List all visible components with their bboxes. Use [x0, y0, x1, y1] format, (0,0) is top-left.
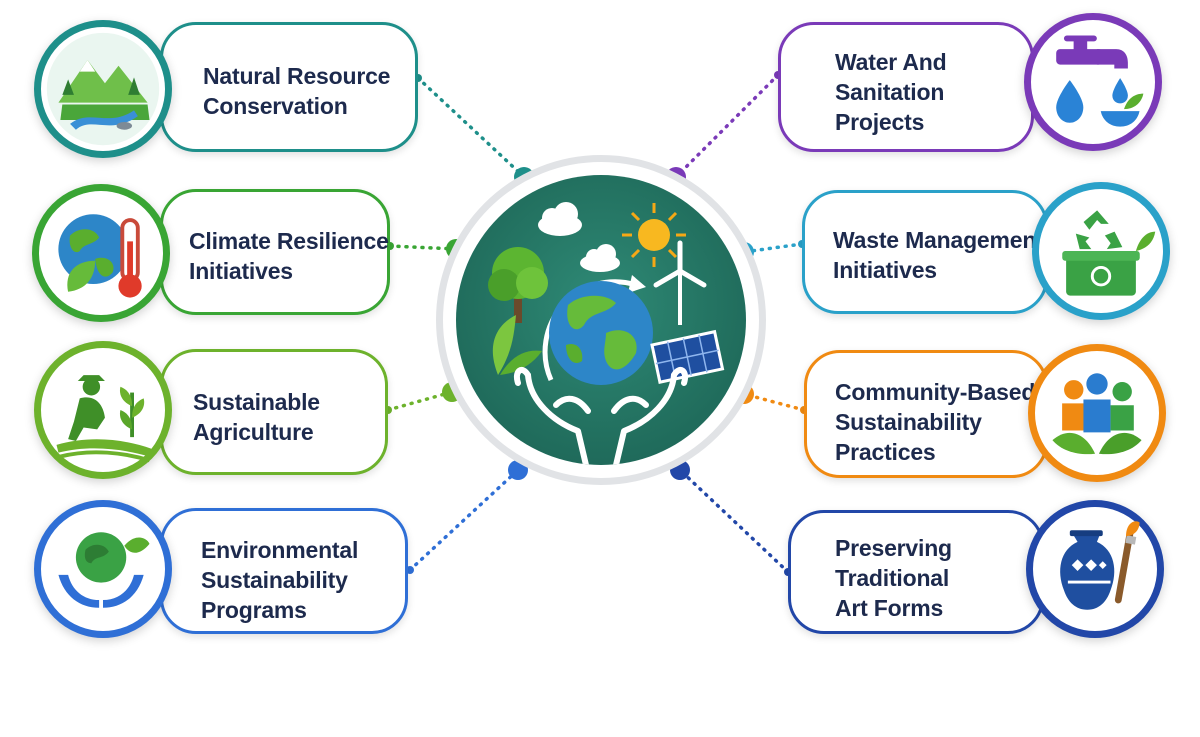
- card-label-line: Sustainability: [201, 567, 348, 593]
- badge-community-based-sustainability-practices: [1028, 344, 1166, 482]
- badge-sustainable-agriculture: [34, 341, 172, 479]
- card-label-line: Natural Resource: [203, 63, 391, 89]
- card-label-line: Community-Based: [835, 379, 1036, 405]
- globe-thermometer-icon: [58, 214, 142, 298]
- card-label-line: Art Forms: [835, 595, 944, 621]
- card-label-line: Waste Management: [833, 227, 1044, 253]
- card-label-line: Climate Resilience: [189, 228, 389, 254]
- vase-paintbrush-icon: [1060, 521, 1140, 610]
- card-label-line: Sustainable: [193, 389, 320, 415]
- connector-sustainable-agriculture: [386, 390, 454, 412]
- card-label-line: Programs: [201, 597, 307, 623]
- card-label-line: Projects: [835, 109, 925, 135]
- connector-water-and-sanitation-projects: [674, 73, 780, 179]
- connector-end-dot: [406, 566, 414, 574]
- card-label-line: Sustainability: [835, 409, 982, 435]
- card-label-line: Preserving: [835, 535, 952, 561]
- mountain-river-icon: [46, 32, 160, 146]
- card-label-line: Conservation: [203, 93, 348, 119]
- card-label-line: Practices: [835, 439, 936, 465]
- connector-environmental-sustainability-programs: [408, 468, 520, 572]
- connector-community-based-sustainability-practices: [742, 392, 806, 412]
- card-label-line: Agriculture: [193, 419, 314, 445]
- badge-water-and-sanitation-projects: [1024, 13, 1162, 151]
- badge-environmental-sustainability-programs: [34, 500, 172, 638]
- card-label-line: Initiatives: [189, 258, 293, 284]
- recycle-bin-icon: [1062, 210, 1156, 296]
- earth-in-hands-icon: [456, 175, 746, 465]
- card-label-line: Environmental: [201, 537, 359, 563]
- water-tap-icon: [1056, 35, 1144, 127]
- card-label-line: Traditional: [835, 565, 950, 591]
- card-label-line: Initiatives: [833, 257, 937, 283]
- badge-waste-management-initiatives: [1032, 182, 1170, 320]
- badge-natural-resource-conservation: [34, 20, 172, 158]
- card-label-line: Sanitation: [835, 79, 945, 105]
- connector-climate-resilience-initiatives: [388, 244, 458, 251]
- farmer-plant-icon: [56, 375, 152, 463]
- connector-natural-resource-conservation: [416, 76, 526, 179]
- badge-preserving-traditional-art-forms: [1026, 500, 1164, 638]
- card-label-line: Water And: [835, 49, 947, 75]
- connector-preserving-traditional-art-forms: [678, 468, 790, 574]
- globe-hands-icon: [58, 532, 150, 608]
- badge-climate-resilience-initiatives: [32, 184, 170, 322]
- community-people-icon: [1052, 373, 1142, 455]
